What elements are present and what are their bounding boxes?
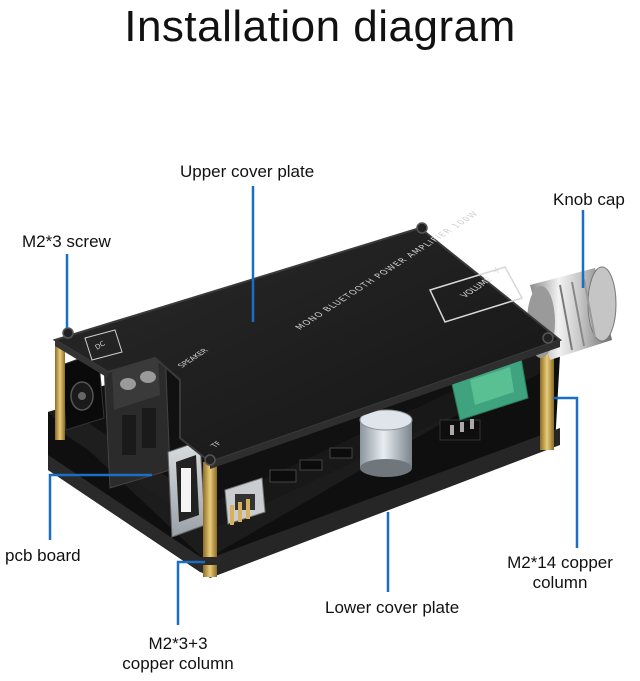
label-m2-14-copper-column: M2*14 copper column bbox=[498, 553, 622, 593]
leader-lines bbox=[48, 186, 585, 625]
label-lower-cover-plate: Lower cover plate bbox=[325, 598, 460, 617]
leader-m2-3-3 bbox=[176, 560, 205, 625]
label-pcb-board: pcb board bbox=[5, 546, 81, 565]
svg-text:+: + bbox=[491, 264, 504, 278]
label-m2-3-3-line2: copper column bbox=[122, 654, 234, 673]
capacitor bbox=[359, 409, 413, 477]
copper-column-back-right bbox=[540, 350, 554, 450]
svg-text:TF: TF bbox=[208, 440, 224, 450]
label-upper-cover-plate: Upper cover plate bbox=[180, 162, 315, 181]
usb-port bbox=[167, 440, 206, 538]
leader-pcb-board bbox=[48, 473, 152, 540]
copper-column-front-right bbox=[200, 462, 220, 577]
screw-back-right bbox=[542, 332, 554, 344]
smd-parts bbox=[269, 419, 481, 483]
label-m2-14-line1: M2*14 copper bbox=[507, 553, 613, 572]
label-m2-14-line2: column bbox=[532, 573, 588, 592]
screw-back-left bbox=[416, 222, 428, 234]
leader-m2-14 bbox=[553, 396, 579, 548]
label-knob-cap: Knob cap bbox=[553, 190, 625, 209]
screw-front-right bbox=[204, 454, 216, 466]
label-m2-3-screw: M2*3 screw bbox=[22, 232, 111, 251]
speaker-terminal bbox=[103, 347, 171, 489]
page-title: Installation diagram bbox=[124, 2, 516, 51]
tf-label: TF bbox=[208, 440, 224, 450]
screw-front-left bbox=[62, 327, 74, 339]
label-m2-3-3-copper-column: M2*3+3 copper column bbox=[113, 634, 243, 674]
header-pins bbox=[230, 499, 250, 525]
label-m2-3-3-line1: M2*3+3 bbox=[148, 634, 208, 653]
copper-column-front-left bbox=[55, 340, 65, 440]
